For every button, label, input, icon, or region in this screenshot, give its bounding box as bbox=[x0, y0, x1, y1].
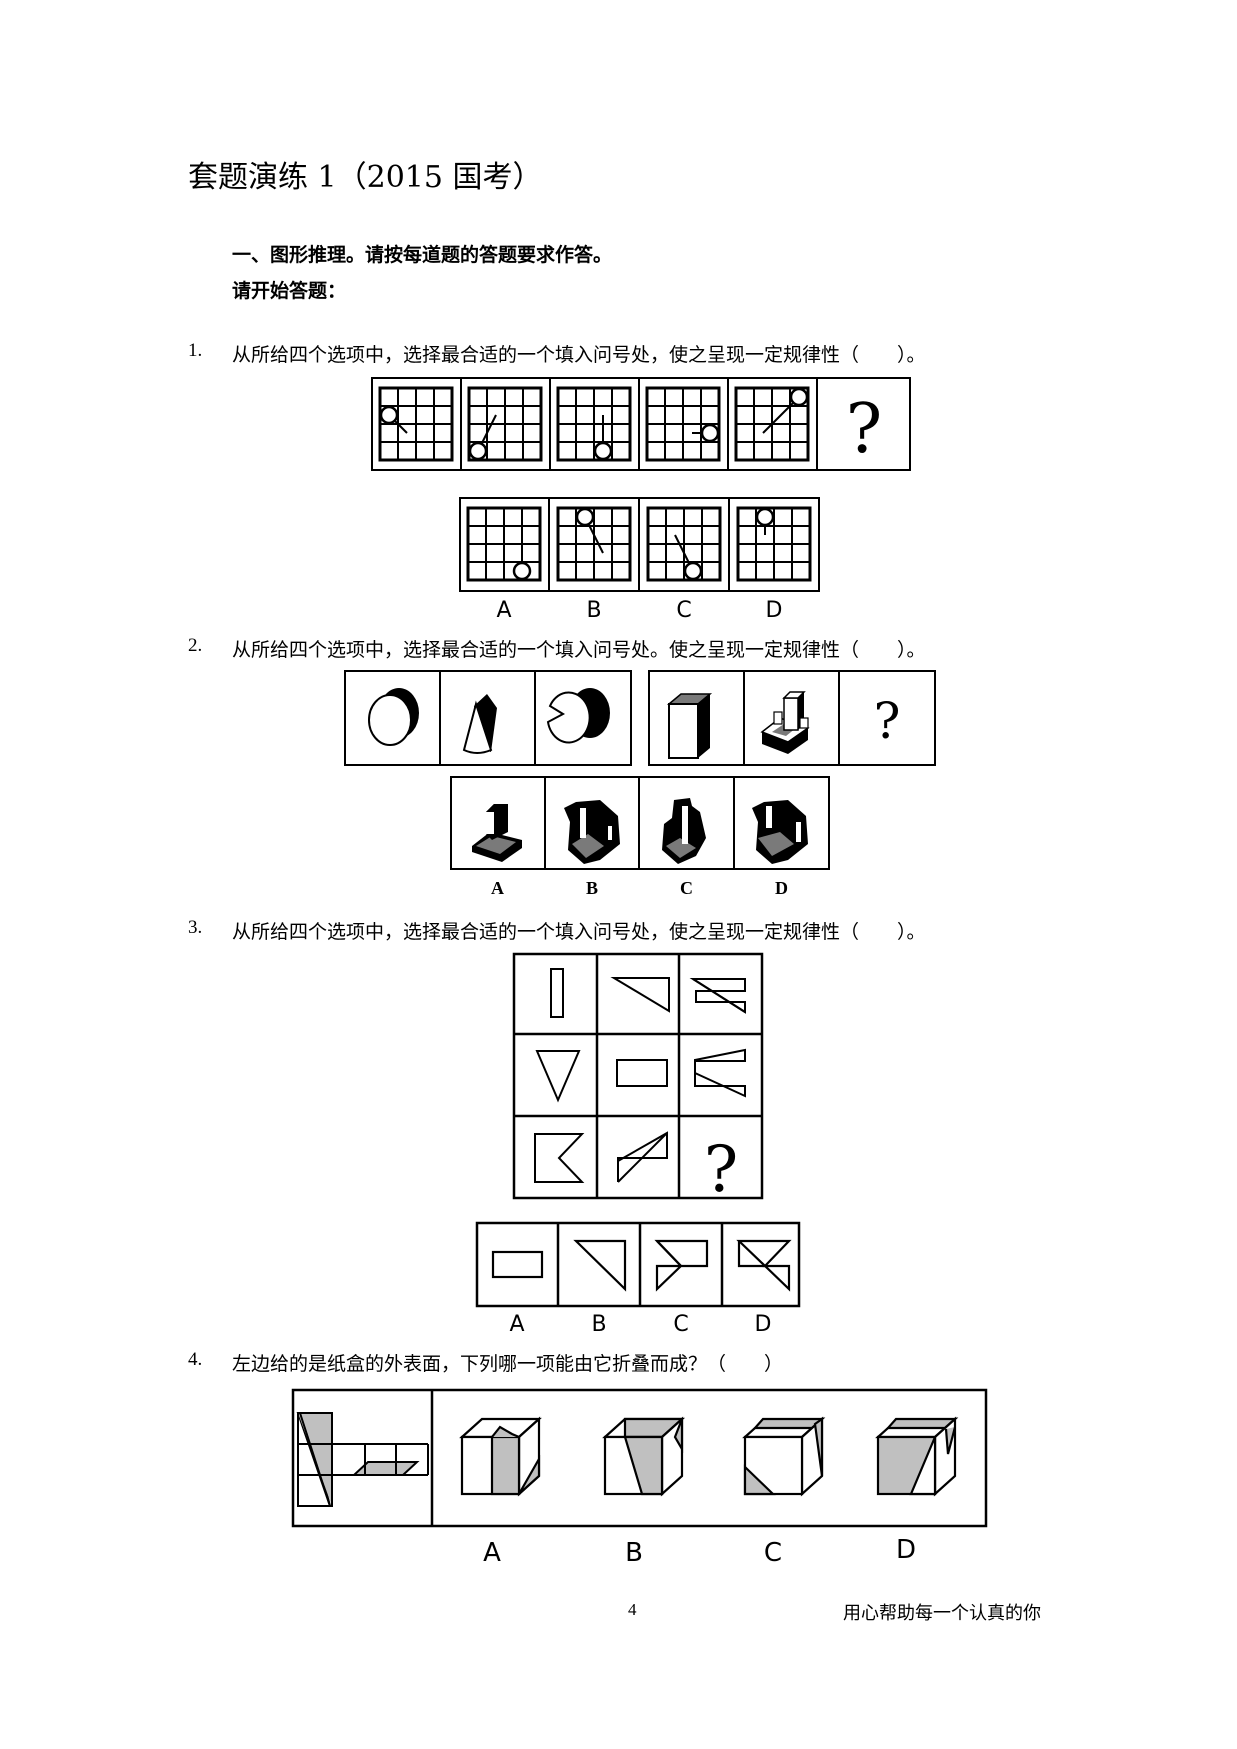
question-prompt: 左边给的是纸盒的外表面，下列哪一项能由它折叠而成？（ ） bbox=[232, 1353, 784, 1375]
question-prompt: 从所给四个选项中，选择最合适的一个填入问号处，使之呈现一定规律性（ ）。 bbox=[232, 344, 926, 366]
q3-option-c-label[interactable]: C bbox=[673, 1312, 689, 1337]
q3-option-b-label[interactable]: B bbox=[591, 1312, 607, 1337]
q2-option-a-label[interactable]: A bbox=[491, 878, 504, 898]
q3-question-mark: ? bbox=[704, 1133, 738, 1207]
question-number: 3. bbox=[188, 917, 203, 938]
q4-option-b-label[interactable]: B bbox=[625, 1538, 643, 1568]
question-1: 1. 从所给四个选项中，选择最合适的一个填入问号处，使之呈现一定规律性（ ）。 bbox=[188, 340, 926, 367]
svg-text:?: ? bbox=[874, 692, 901, 750]
q1-option-a-label[interactable]: A bbox=[496, 598, 512, 623]
page-title: 套题演练 1（2015 国考） bbox=[188, 160, 543, 195]
question-4: 4. 左边给的是纸盒的外表面，下列哪一项能由它折叠而成？（ ） bbox=[188, 1349, 783, 1376]
question-number: 2. bbox=[188, 635, 203, 656]
q4-option-c-label[interactable]: C bbox=[763, 1538, 783, 1568]
footer-slogan: 用心帮助每一个认真的你 bbox=[843, 1603, 1041, 1624]
question-number: 1. bbox=[188, 340, 203, 361]
q3-option-a-label[interactable]: A bbox=[509, 1312, 525, 1337]
question-3: 3. 从所给四个选项中，选择最合适的一个填入问号处，使之呈现一定规律性（ ）。 bbox=[188, 917, 926, 944]
q1-options-figure bbox=[459, 497, 820, 592]
q3-option-d-label[interactable]: D bbox=[754, 1312, 772, 1337]
q2-options-figure bbox=[450, 776, 830, 870]
q3-grid-figure: ? bbox=[512, 952, 764, 1207]
q4-figure bbox=[291, 1388, 988, 1528]
q2-option-d-label[interactable]: D bbox=[775, 878, 788, 898]
question-2: 2. 从所给四个选项中，选择最合适的一个填入问号处。使之呈现一定规律性（ ）。 bbox=[188, 635, 926, 662]
section-heading: 一、图形推理。请按每道题的答题要求作答。 bbox=[232, 244, 613, 266]
q1-option-d-label[interactable]: D bbox=[765, 598, 783, 623]
page-number: 4 bbox=[628, 1600, 637, 1619]
q1-option-b-label[interactable]: B bbox=[586, 598, 602, 623]
q3-options-figure bbox=[475, 1221, 801, 1308]
section-instruction: 请开始答题： bbox=[232, 280, 347, 302]
question-prompt: 从所给四个选项中，选择最合适的一个填入问号处，使之呈现一定规律性（ ）。 bbox=[232, 921, 926, 943]
q2-option-c-label[interactable]: C bbox=[680, 878, 693, 898]
q4-option-a-label[interactable]: A bbox=[483, 1538, 501, 1568]
question-prompt: 从所给四个选项中，选择最合适的一个填入问号处。使之呈现一定规律性（ ）。 bbox=[232, 639, 926, 661]
q1-option-c-label[interactable]: C bbox=[676, 598, 692, 623]
q4-option-d-label[interactable]: D bbox=[895, 1535, 917, 1565]
question-number: 4. bbox=[188, 1349, 203, 1370]
svg-text:?: ? bbox=[846, 390, 882, 469]
q2-option-b-label[interactable]: B bbox=[585, 878, 598, 898]
q2-sequence-figure: ? bbox=[344, 670, 936, 766]
q1-sequence-figure: ? bbox=[371, 377, 911, 471]
